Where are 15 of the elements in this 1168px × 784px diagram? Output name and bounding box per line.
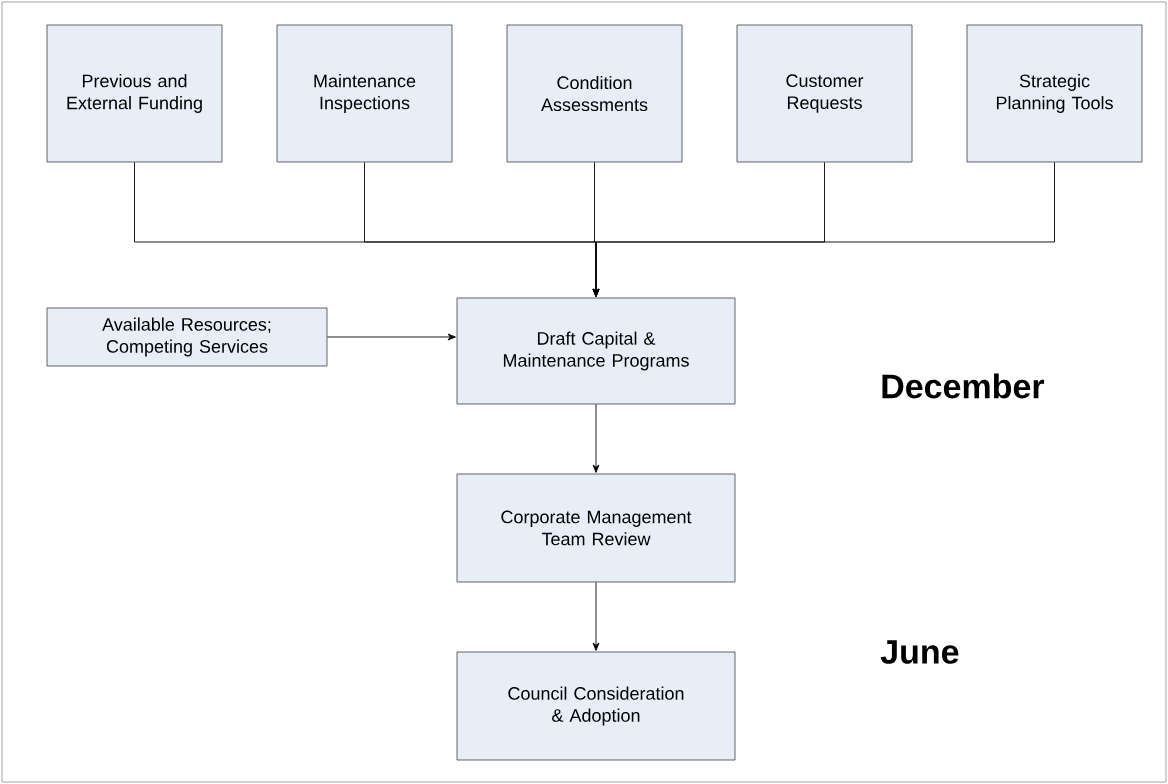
arrow: [592, 581, 600, 651]
arrow: [592, 161, 1055, 297]
arrow: [326, 333, 456, 341]
process-box: Customer Requests: [736, 24, 913, 163]
process-box: Available Resources; Competing Services: [46, 307, 328, 367]
arrow: [592, 403, 600, 473]
process-box: Condition Assessments: [506, 24, 683, 163]
month-label: June: [880, 640, 959, 664]
process-box: Previous and External Funding: [46, 24, 223, 163]
process-box: Council Consideration & Adoption: [456, 651, 736, 761]
month-label: December: [882, 373, 1045, 399]
process-box: Maintenance Inspections: [276, 24, 453, 163]
process-box: Strategic Planning Tools: [966, 24, 1143, 163]
process-box: Corporate Management Team Review: [456, 473, 736, 583]
process-box: Draft Capital & Maintenance Programs: [456, 297, 736, 405]
